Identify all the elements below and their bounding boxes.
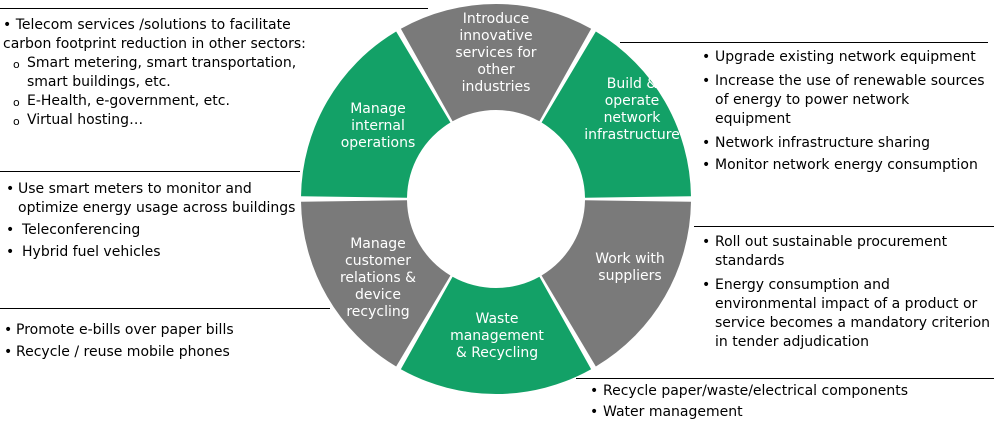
rule-left-top xyxy=(0,8,428,9)
list-item-text: Roll out sustainable procurement standar… xyxy=(715,234,948,269)
bullet: • xyxy=(3,17,12,33)
right-mid-block: • Roll out sustainable procurement stand… xyxy=(702,233,992,352)
list-item-text: Upgrade existing network equipment xyxy=(715,49,976,65)
ring-segment xyxy=(301,200,451,367)
left-mid-block: • Use smart meters to monitor and optimi… xyxy=(6,180,296,262)
bullet: • xyxy=(702,73,711,89)
ring-segment xyxy=(400,276,592,394)
left-top-subitem-text: Virtual hosting… xyxy=(27,112,144,128)
left-top-subitem: o Smart metering, smart transportation, … xyxy=(11,54,328,92)
list-item: • Monitor network energy consumption xyxy=(702,156,988,175)
left-top-block: • Telecom services /solutions to facilit… xyxy=(3,16,328,130)
list-item: • Water management xyxy=(590,403,990,422)
bullet: • xyxy=(702,135,711,151)
list-item-text: Use smart meters to monitor and optimize… xyxy=(18,181,296,216)
left-top-subitem: o E-Health, e-government, etc. xyxy=(11,92,328,111)
list-item-text: Energy consumption and environmental imp… xyxy=(715,277,991,350)
sub-marker: o xyxy=(13,96,20,109)
list-item: • Promote e-bills over paper bills xyxy=(4,321,304,340)
bullet: • xyxy=(6,244,15,260)
list-item: • Teleconferencing xyxy=(6,221,296,240)
bullet: • xyxy=(590,383,599,399)
bullet: • xyxy=(702,49,711,65)
list-item: • Network infrastructure sharing xyxy=(702,134,988,153)
list-item: • Upgrade existing network equipment xyxy=(702,48,988,67)
rule-right-mid xyxy=(694,226,994,227)
ring-segment xyxy=(541,31,691,198)
list-item-text: Hybrid fuel vehicles xyxy=(22,244,161,260)
list-item: • Roll out sustainable procurement stand… xyxy=(702,233,992,271)
bullet: • xyxy=(590,404,599,420)
rule-left-bottom xyxy=(0,308,330,309)
list-item-text: Increase the use of renewable sources of… xyxy=(715,73,985,127)
list-item-text: Recycle / reuse mobile phones xyxy=(16,344,230,360)
list-item: • Hybrid fuel vehicles xyxy=(6,243,296,262)
list-item: • Use smart meters to monitor and optimi… xyxy=(6,180,296,218)
list-item: • Increase the use of renewable sources … xyxy=(702,72,988,129)
list-item-text: Water management xyxy=(603,404,743,420)
rule-right-top xyxy=(620,42,988,43)
left-top-main: • Telecom services /solutions to facilit… xyxy=(3,16,328,54)
ring-segment xyxy=(541,200,691,367)
left-top-subitem-text: Smart metering, smart transportation, sm… xyxy=(27,55,297,90)
bullet: • xyxy=(702,157,711,173)
rule-left-mid xyxy=(0,171,300,172)
list-item-text: Teleconferencing xyxy=(22,222,141,238)
ring-segment xyxy=(400,4,592,122)
bullet: • xyxy=(6,181,15,197)
right-top-block: • Upgrade existing network equipment • I… xyxy=(702,48,988,175)
list-item-text: Monitor network energy consumption xyxy=(715,157,978,173)
left-bottom-block: • Promote e-bills over paper bills • Rec… xyxy=(4,321,304,362)
bullet: • xyxy=(4,344,13,360)
list-item: • Recycle paper/waste/electrical compone… xyxy=(590,382,990,401)
bullet: • xyxy=(702,234,711,250)
list-item-text: Promote e-bills over paper bills xyxy=(16,322,234,338)
left-top-subitem: o Virtual hosting… xyxy=(11,111,328,130)
left-top-subitem-text: E-Health, e-government, etc. xyxy=(27,93,230,109)
bullet: • xyxy=(4,322,13,338)
rule-bottom-right xyxy=(576,378,994,379)
sub-marker: o xyxy=(13,58,20,71)
left-top-main-text: Telecom services /solutions to facilitat… xyxy=(3,17,306,52)
list-item-text: Network infrastructure sharing xyxy=(715,135,931,151)
bottom-right-block: • Recycle paper/waste/electrical compone… xyxy=(590,382,990,422)
list-item: • Recycle / reuse mobile phones xyxy=(4,343,304,362)
ring-segment xyxy=(301,31,451,198)
bullet: • xyxy=(6,222,15,238)
list-item: • Energy consumption and environmental i… xyxy=(702,276,992,352)
list-item-text: Recycle paper/waste/electrical component… xyxy=(603,383,908,399)
bullet: • xyxy=(702,277,711,293)
sub-marker: o xyxy=(13,115,20,128)
